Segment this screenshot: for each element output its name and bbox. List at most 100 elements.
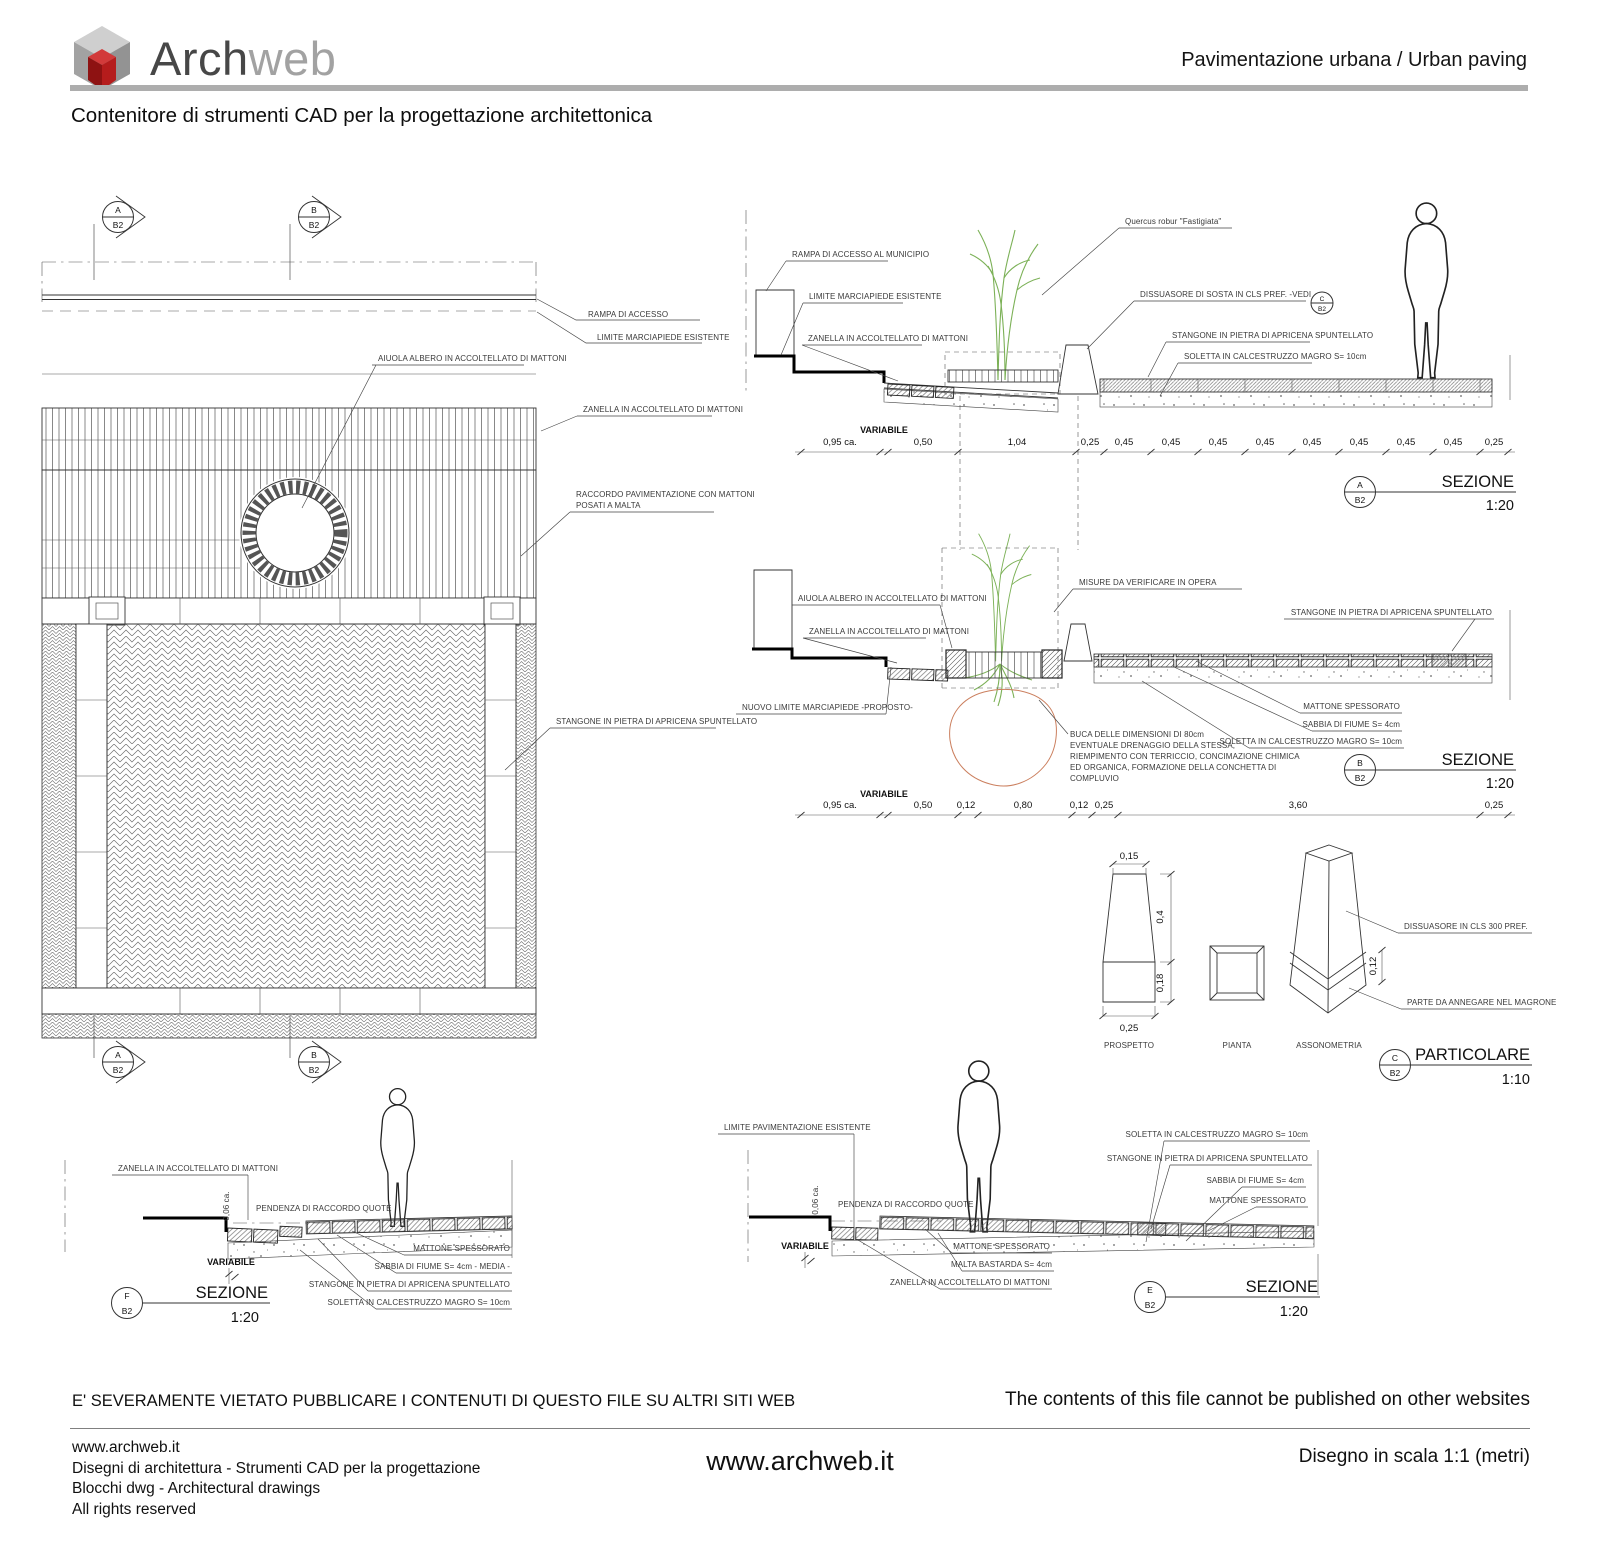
c-pianta-view (1209, 945, 1265, 1001)
plan-label-aiuola: AIUOLA ALBERO IN ACCOLTELLATO DI MATTONI (378, 354, 567, 363)
c-view-pianta: PIANTA (1223, 1041, 1252, 1050)
cad-drawing: A B2 B B2 (41, 195, 1556, 1326)
svg-text:B: B (311, 1050, 317, 1060)
svg-text:B2: B2 (309, 220, 320, 230)
svg-text:B2: B2 (1390, 1068, 1401, 1078)
header-rule (70, 85, 1528, 91)
section-f: ZANELLA IN ACCOLTELLATO DI MATTONI 0,06 … (64, 1087, 513, 1326)
e-label-limite: LIMITE PAVIMENTAZIONE ESISTENTE (724, 1123, 871, 1132)
detail-ref-marker-c: C B2 (1310, 291, 1334, 315)
b-label-stangone: STANGONE IN PIETRA DI APRICENA SPUNTELLA… (1291, 608, 1492, 617)
e-label-sabbia: SABBIA DI FIUME S= 4cm (1206, 1176, 1304, 1185)
svg-text:B2: B2 (113, 1065, 124, 1075)
svg-text:0,45: 0,45 (1350, 437, 1369, 448)
svg-text:1:20: 1:20 (1280, 1304, 1308, 1320)
footer-info-block: www.archweb.it Disegni di architettura -… (72, 1438, 480, 1520)
svg-text:0,12: 0,12 (1070, 800, 1089, 811)
section-marker-a-bottom: A B2 (93, 1016, 146, 1084)
svg-text:E: E (1147, 1285, 1153, 1295)
zanella-bricks-e (831, 1226, 879, 1241)
b-label-sabbia: SABBIA DI FIUME S= 4cm (1302, 720, 1400, 729)
svg-text:1:20: 1:20 (1486, 776, 1514, 792)
dimension-row-b: VARIABILE 0,95 ca. 0,50 0,12 0,80 0,12 0… (795, 789, 1515, 819)
svg-text:VARIABILE: VARIABILE (860, 789, 908, 799)
footer-warning-english: The contents of this file cannot be publ… (1005, 1389, 1530, 1410)
title-section-e: E B2 SEZIONE 1:20 (1134, 1278, 1320, 1320)
detail-c: 0,15 0,4 0,18 0,25 PROSPETTO PIANTA ASSO… (1099, 844, 1556, 1088)
svg-text:RIEMPIMENTO CON TERRICCIO, CON: RIEMPIMENTO CON TERRICCIO, CONCIMAZIONE … (1070, 752, 1300, 761)
archweb-cube-icon (74, 26, 130, 90)
f-label-pendenza: PENDENZA DI RACCORDO QUOTE (256, 1204, 392, 1213)
e-label-malta: MALTA BASTARDA S= 4cm (951, 1260, 1052, 1269)
svg-text:3,60: 3,60 (1289, 800, 1308, 811)
e-label-stangone: STANGONE IN PIETRA DI APRICENA SPUNTELLA… (1107, 1154, 1308, 1163)
c-label-parte: PARTE DA ANNEGARE NEL MAGRONE (1407, 998, 1556, 1007)
section-a: RAMPA DI ACCESSO AL MUNICIPIO LIMITE MAR… (745, 202, 1516, 550)
footer-scale-note: Disegno in scala 1:1 (metri) (1298, 1446, 1530, 1467)
zanella-bricks-a (886, 383, 955, 399)
e-label-soletta: SOLETTA IN CALCESTRUZZO MAGRO S= 10cm (1126, 1130, 1309, 1139)
plan-view: A B2 B B2 (41, 195, 757, 1084)
svg-text:0,50: 0,50 (914, 437, 933, 448)
section-marker-b-top: B B2 (289, 195, 342, 280)
svg-text:B2: B2 (1355, 495, 1366, 505)
c-assonometria-view (1289, 844, 1367, 1014)
svg-text:B2: B2 (1145, 1300, 1156, 1310)
marker-sheet: B2 (113, 220, 124, 230)
a-label-dissuasore: DISSUASORE DI SOSTA IN CLS PREF. -VEDI (1140, 290, 1311, 299)
bollard-section-b (1063, 623, 1093, 662)
f-label-stangone: STANGONE IN PIETRA DI APRICENA SPUNTELLA… (309, 1280, 510, 1289)
b-label-misure: MISURE DA VERIFICARE IN OPERA (1079, 578, 1217, 587)
logo-wordmark: Archweb (150, 35, 336, 82)
svg-text:SEZIONE: SEZIONE (1442, 473, 1514, 491)
e-label-006: 0,06 ca. (811, 1185, 820, 1214)
svg-text:EVENTUALE DRENAGGIO DELLA STES: EVENTUALE DRENAGGIO DELLA STESSA, (1070, 741, 1235, 750)
f-label-soletta: SOLETTA IN CALCESTRUZZO MAGRO S= 10cm (328, 1298, 511, 1307)
c-dim-lower: 0,18 (1155, 974, 1166, 993)
svg-text:B2: B2 (309, 1065, 320, 1075)
svg-text:0,25: 0,25 (1485, 800, 1504, 811)
a-label-stangone: STANGONE IN PIETRA DI APRICENA SPUNTELLA… (1172, 331, 1373, 340)
b-label-mattone: MATTONE SPESSORATO (1303, 702, 1400, 711)
svg-text:1:10: 1:10 (1502, 1072, 1530, 1088)
svg-text:0,95 ca.: 0,95 ca. (823, 437, 857, 448)
e-label-pendenza: PENDENZA DI RACCORDO QUOTE (838, 1200, 974, 1209)
footer-warning-italian: E' SEVERAMENTE VIETATO PUBBLICARE I CONT… (72, 1392, 796, 1410)
footer-info-line2: Disegni di architettura - Strumenti CAD … (72, 1459, 481, 1477)
svg-text:B2: B2 (122, 1306, 133, 1316)
bollard-section-a (1057, 344, 1099, 395)
title-section-b: B B2 SEZIONE 1:20 (1344, 751, 1516, 792)
svg-text:0,25: 0,25 (1095, 800, 1114, 811)
c-dim-annegare: 0,12 (1368, 957, 1379, 976)
f-label-006: 0,06 ca. (222, 1191, 231, 1220)
footer-info-line4: All rights reserved (72, 1500, 197, 1518)
b-label-aiuola: AIUOLA ALBERO IN ACCOLTELLATO DI MATTONI (798, 594, 987, 603)
section-b: AIUOLA ALBERO IN ACCOLTELLATO DI MATTONI… (736, 533, 1516, 819)
svg-text:PARTICOLARE: PARTICOLARE (1415, 1046, 1530, 1064)
title-section-a: A B2 SEZIONE 1:20 (1344, 473, 1516, 514)
c-dim-upper: 0,4 (1155, 910, 1166, 923)
svg-text:A: A (1357, 480, 1363, 490)
svg-text:0,45: 0,45 (1162, 437, 1181, 448)
svg-text:ED ORGANICA, FORMAZIONE DELLA: ED ORGANICA, FORMAZIONE DELLA CONCHETTA … (1070, 763, 1276, 772)
footer-rule (70, 1428, 1530, 1429)
footer-info-line3: Blocchi dwg - Architectural drawings (72, 1480, 321, 1497)
footer-site-url: www.archweb.it (706, 1446, 894, 1476)
plan-label-stangone: STANGONE IN PIETRA DI APRICENA SPUNTELLA… (556, 717, 757, 726)
svg-text:1,04: 1,04 (1008, 437, 1027, 448)
svg-text:B: B (1357, 758, 1363, 768)
svg-text:0,80: 0,80 (1014, 800, 1033, 811)
section-e: LIMITE PAVIMENTAZIONE ESISTENTE 0,06 ca.… (718, 1060, 1320, 1320)
plan-label-zanella: ZANELLA IN ACCOLTELLATO DI MATTONI (583, 405, 743, 414)
c-dim-top: 0,15 (1120, 851, 1139, 862)
svg-text:C: C (1320, 296, 1325, 303)
svg-text:0,45: 0,45 (1444, 437, 1463, 448)
plan-label-raccordo-1: RACCORDO PAVIMENTAZIONE CON MATTONI (576, 490, 755, 499)
svg-text:BUCA DELLE DIMENSIONI DI 80cm: BUCA DELLE DIMENSIONI DI 80cm (1070, 730, 1204, 739)
svg-text:0,50: 0,50 (914, 800, 933, 811)
logo-text-arch: Arch (150, 31, 249, 85)
e-label-mattone-bottom: MATTONE SPESSORATO (953, 1242, 1050, 1251)
title-section-f: F B2 SEZIONE 1:20 (111, 1284, 270, 1326)
svg-text:SEZIONE: SEZIONE (1442, 751, 1514, 769)
f-label-sabbia: SABBIA DI FIUME S= 4cm - MEDIA - (375, 1262, 511, 1271)
